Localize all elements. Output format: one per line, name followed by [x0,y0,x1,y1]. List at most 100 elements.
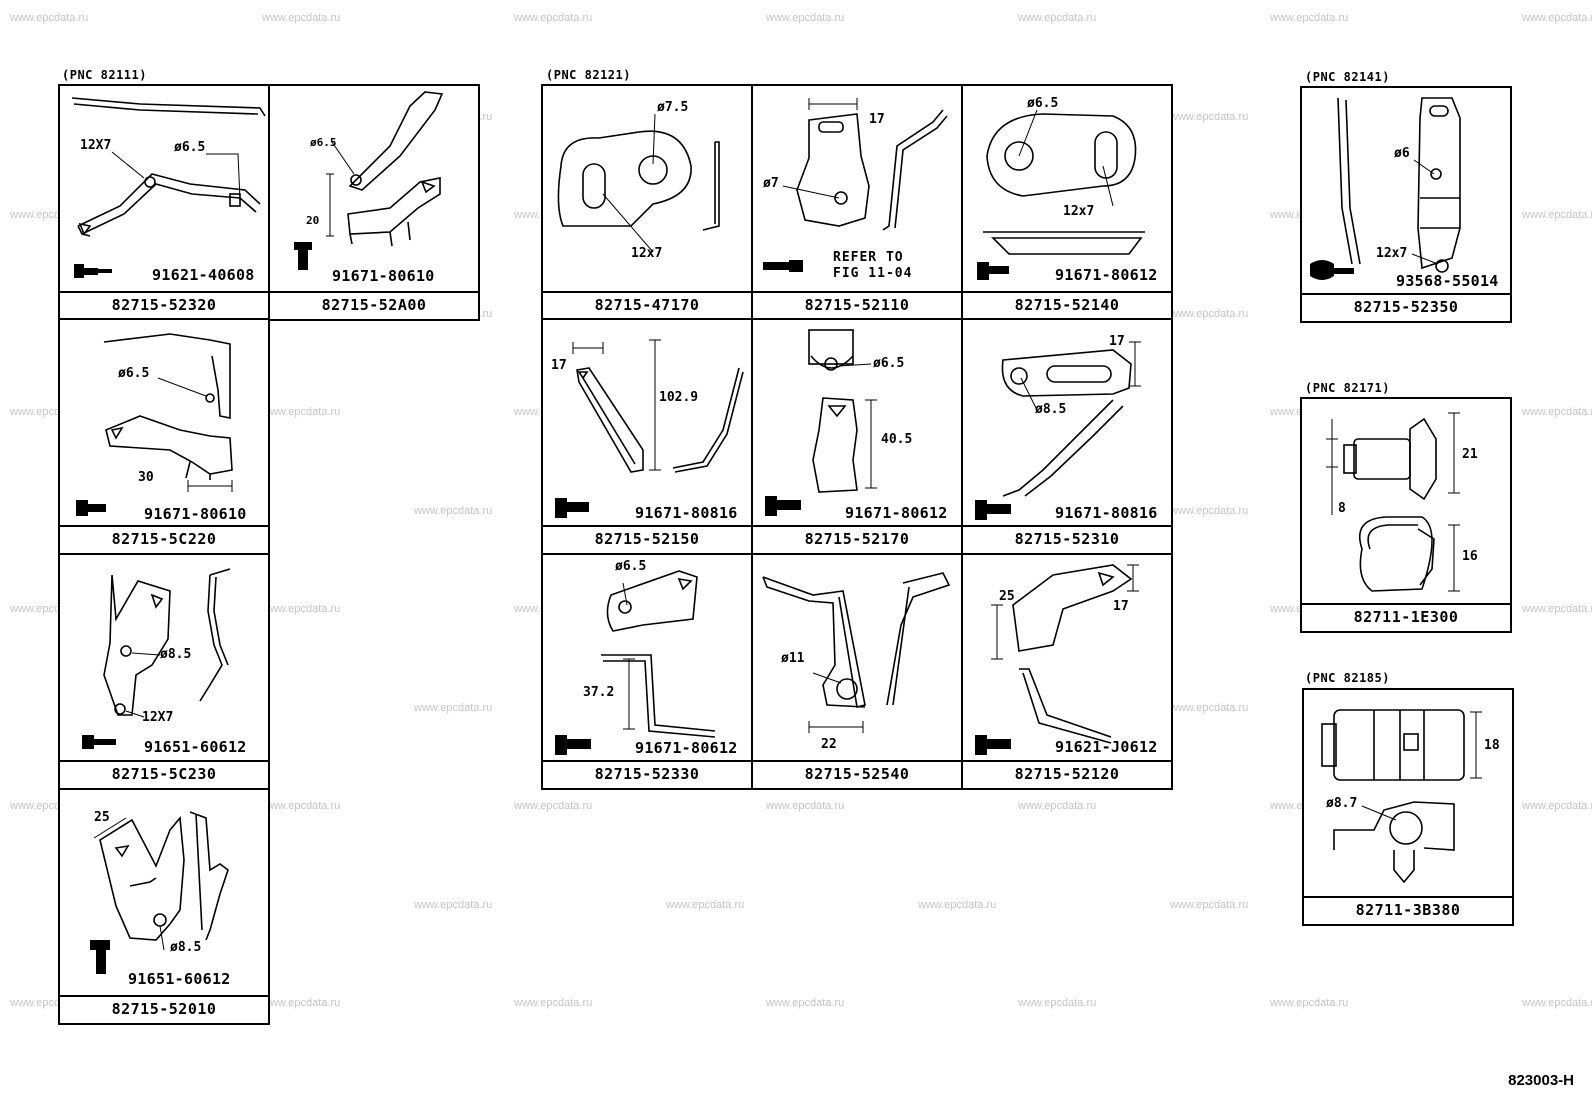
part-cell-82715-5C230[interactable]: ø8.5 12X7 91651-60612 82715-5C230 [58,553,270,790]
watermark-text: www.epcdata.ru [766,12,845,24]
dim-hole: ø8.7 [1326,796,1358,811]
bracket-drawing [555,570,716,755]
part-cell-82715-47170[interactable]: ø7.5 12x7 82715-47170 [541,84,753,321]
dim-width: 17 [869,112,885,127]
part-cell-82715-52A00[interactable]: ø6.5 20 91671-80610 82715-52A00 [268,84,480,321]
watermark-text: www.epcdata.ru [262,406,341,418]
dim-hole: ø6.5 [873,356,905,371]
part-number[interactable]: 82715-5C230 [60,760,268,788]
part-cell-82715-52170[interactable]: ø6.5 40.5 91671-80612 82715-52170 [751,318,963,555]
part-number[interactable]: 82711-3B380 [1304,896,1512,924]
dim-hole: ø7 [763,176,779,191]
part-number[interactable]: 82715-52110 [753,291,961,319]
part-cell-82715-52120[interactable]: 25 17 91621-J0612 82715-52120 [961,553,1173,790]
dim-height: 18 [1484,738,1500,753]
dim-width: 17 [551,358,567,373]
part-cell-82715-52320[interactable]: 12X7 ø6.5 91621-40608 82715-52320 [58,84,270,321]
refer-line-2[interactable]: FIG 11-04 [833,266,913,281]
part-cell-82715-52540[interactable]: ø11 22 82715-52540 [751,553,963,790]
bolt-part-number[interactable]: 91671-80610 [144,505,247,523]
dim-width: 25 [94,810,110,825]
bolt-part-number[interactable]: 91651-60612 [128,970,231,988]
clip-drawing [1326,412,1460,592]
part-number[interactable]: 82715-52170 [753,525,961,553]
bolt-part-number[interactable]: 91621-J0612 [1055,738,1158,756]
bracket-drawing [71,97,266,278]
part-cell-82715-5C220[interactable]: ø6.5 30 91671-80610 82715-5C220 [58,318,270,555]
watermark-text: www.epcdata.ru [1522,209,1592,221]
part-number[interactable]: 82715-52540 [753,760,961,788]
bolt-part-number[interactable]: 91671-80816 [1055,504,1158,522]
watermark-text: www.epcdata.ru [414,504,493,517]
pnc-82111-label: (PNC 82111) [62,68,147,82]
dim-height: 25 [999,589,1015,604]
part-number[interactable]: 82715-52320 [60,291,268,319]
watermark-text: www.epcdata.ru [1522,800,1592,812]
clip-drawing [1321,709,1482,884]
pnc-82171-label: (PNC 82171) [1305,381,1390,395]
refer-note: REFER TO FIG 11-04 [833,250,912,282]
part-cell-82711-1E300[interactable]: 21 8 16 82711-1E300 [1300,397,1512,633]
dim-height: 40.5 [881,432,913,447]
dim-slot: 12x7 [1063,204,1095,219]
bolt-part-number[interactable]: 91671-80612 [1055,266,1158,284]
watermark-text: www.epcdata.ru [1170,701,1249,714]
part-number[interactable]: 82715-5C220 [60,525,268,553]
dim-hole: ø6.5 [615,559,647,574]
figure-code: 823003-H [1508,1072,1574,1089]
bracket-drawing [555,339,744,518]
dim-hole: ø6.5 [174,140,206,155]
bolt-part-number[interactable]: 91671-80612 [845,504,948,522]
dim-clip-height: 16 [1462,549,1478,564]
bracket-drawing [765,329,877,516]
part-number[interactable]: 82715-52A00 [270,291,478,319]
refer-line-1: REFER TO [833,250,904,265]
part-cell-82715-52150[interactable]: 17 102.9 91671-80816 82715-52150 [541,318,753,555]
part-cell-82715-52310[interactable]: 17 ø8.5 91671-80816 82715-52310 [961,318,1173,555]
part-number[interactable]: 82715-52120 [963,760,1171,788]
part-cell-82715-52140[interactable]: ø6.5 12x7 91671-80612 82715-52140 [961,84,1173,321]
watermark-text: www.epcdata.ru [1018,800,1097,812]
pnc-82141-label: (PNC 82141) [1305,70,1390,84]
bolt-part-number[interactable]: 91671-80610 [332,267,435,285]
part-number[interactable]: 82715-52350 [1302,293,1510,321]
bracket-drawing [1310,97,1461,280]
dim-slot: 12X7 [142,710,174,725]
part-cell-82715-52010[interactable]: 25 ø8.5 91651-60612 82715-52010 [58,788,270,1025]
bracket-drawing [975,564,1139,755]
part-number[interactable]: 82715-52150 [543,525,751,553]
bracket-drawing [294,91,444,270]
bolt-part-number[interactable]: 91671-80612 [635,739,738,757]
watermark-text: www.epcdata.ru [1522,997,1592,1009]
watermark-text: www.epcdata.ru [262,800,341,812]
dim-hole: ø6.5 [1027,96,1059,111]
part-cell-82715-52350[interactable]: ø6 12x7 93568-55014 82715-52350 [1300,86,1512,323]
watermark-text: www.epcdata.ru [514,12,593,24]
part-number[interactable]: 82715-52010 [60,995,268,1023]
part-cell-82715-52330[interactable]: ø6.5 37.2 91671-80612 82715-52330 [541,553,753,790]
dim-slot: 12X7 [80,138,112,153]
dim-slot: 12x7 [631,246,663,261]
bolt-part-number[interactable]: 91621-40608 [152,266,255,284]
watermark-text: www.epcdata.ru [766,800,845,812]
watermark-text: www.epcdata.ru [1522,12,1592,24]
part-number[interactable]: 82715-52310 [963,525,1171,553]
watermark-text: www.epcdata.ru [414,898,493,911]
part-cell-82715-52110[interactable]: 17 ø7 REFER TO FIG 11-04 82715-52110 [751,84,963,321]
watermark-text: www.epcdata.ru [1270,12,1349,24]
watermark-text: www.epcdata.ru [1270,997,1349,1009]
watermark-text: www.epcdata.ru [1170,504,1249,517]
bolt-part-number[interactable]: 91651-60612 [144,738,247,756]
part-number[interactable]: 82715-52140 [963,291,1171,319]
pnc-82121-label: (PNC 82121) [546,68,631,82]
part-cell-82711-3B380[interactable]: 18 ø8.7 82711-3B380 [1302,688,1514,926]
part-number[interactable]: 82715-47170 [543,291,751,319]
bolt-part-number[interactable]: 91671-80816 [635,504,738,522]
dim-height: 20 [306,214,320,227]
bracket-drawing [90,811,229,974]
watermark-text: www.epcdata.ru [262,603,341,615]
watermark-text: www.epcdata.ru [918,898,997,911]
bolt-part-number[interactable]: 93568-55014 [1396,272,1499,290]
part-number[interactable]: 82711-1E300 [1302,603,1510,631]
part-number[interactable]: 82715-52330 [543,760,751,788]
